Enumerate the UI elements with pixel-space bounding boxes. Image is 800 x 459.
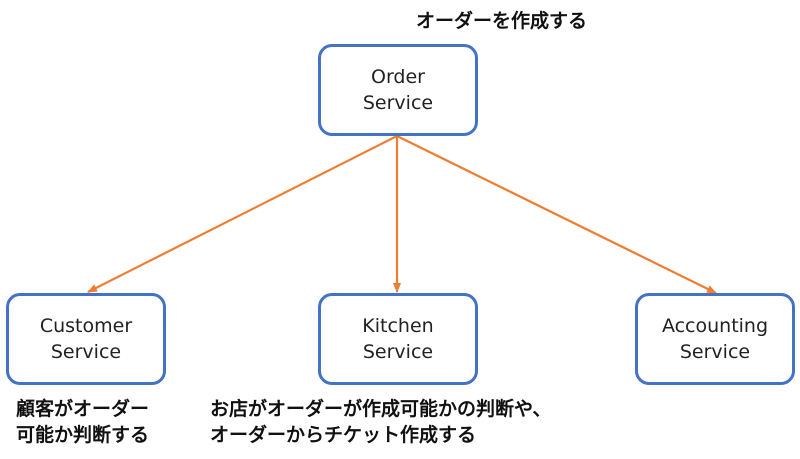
kitchen-service-note: お店がオーダーが作成可能かの判断や、 オーダーからチケット作成する xyxy=(210,396,551,448)
customer-service-note: 顧客がオーダー 可能か判断する xyxy=(16,396,149,448)
accounting-service-label-line2: Service xyxy=(679,341,751,363)
accounting-service-node: Accounting Service xyxy=(635,293,795,385)
kitchen-service-node: Kitchen Service xyxy=(318,293,478,385)
order-service-label-line2: Service xyxy=(362,92,434,114)
customer-service-note-line1: 顧客がオーダー xyxy=(16,398,150,420)
order-service-node: Order Service xyxy=(318,44,478,136)
customer-service-note-line2: 可能か判断する xyxy=(16,424,150,446)
customer-service-label-line2: Service xyxy=(50,341,122,363)
arrow-order-to-accounting xyxy=(396,135,717,294)
kitchen-service-label-line2: Service xyxy=(362,341,434,363)
customer-service-node: Customer Service xyxy=(6,293,166,385)
kitchen-service-note-line1: お店がオーダーが作成可能かの判断や、 xyxy=(210,398,552,420)
order-service-note: オーダーを作成する xyxy=(416,8,587,34)
order-service-label-line1: Order xyxy=(371,66,425,88)
arrow-order-to-customer xyxy=(87,135,398,293)
customer-service-label-line1: Customer xyxy=(39,315,133,337)
kitchen-service-note-line2: オーダーからチケット作成する xyxy=(210,424,477,446)
kitchen-service-label-line1: Kitchen xyxy=(362,315,434,337)
accounting-service-label-line1: Accounting xyxy=(661,315,769,337)
order-service-note-text: オーダーを作成する xyxy=(416,10,588,32)
